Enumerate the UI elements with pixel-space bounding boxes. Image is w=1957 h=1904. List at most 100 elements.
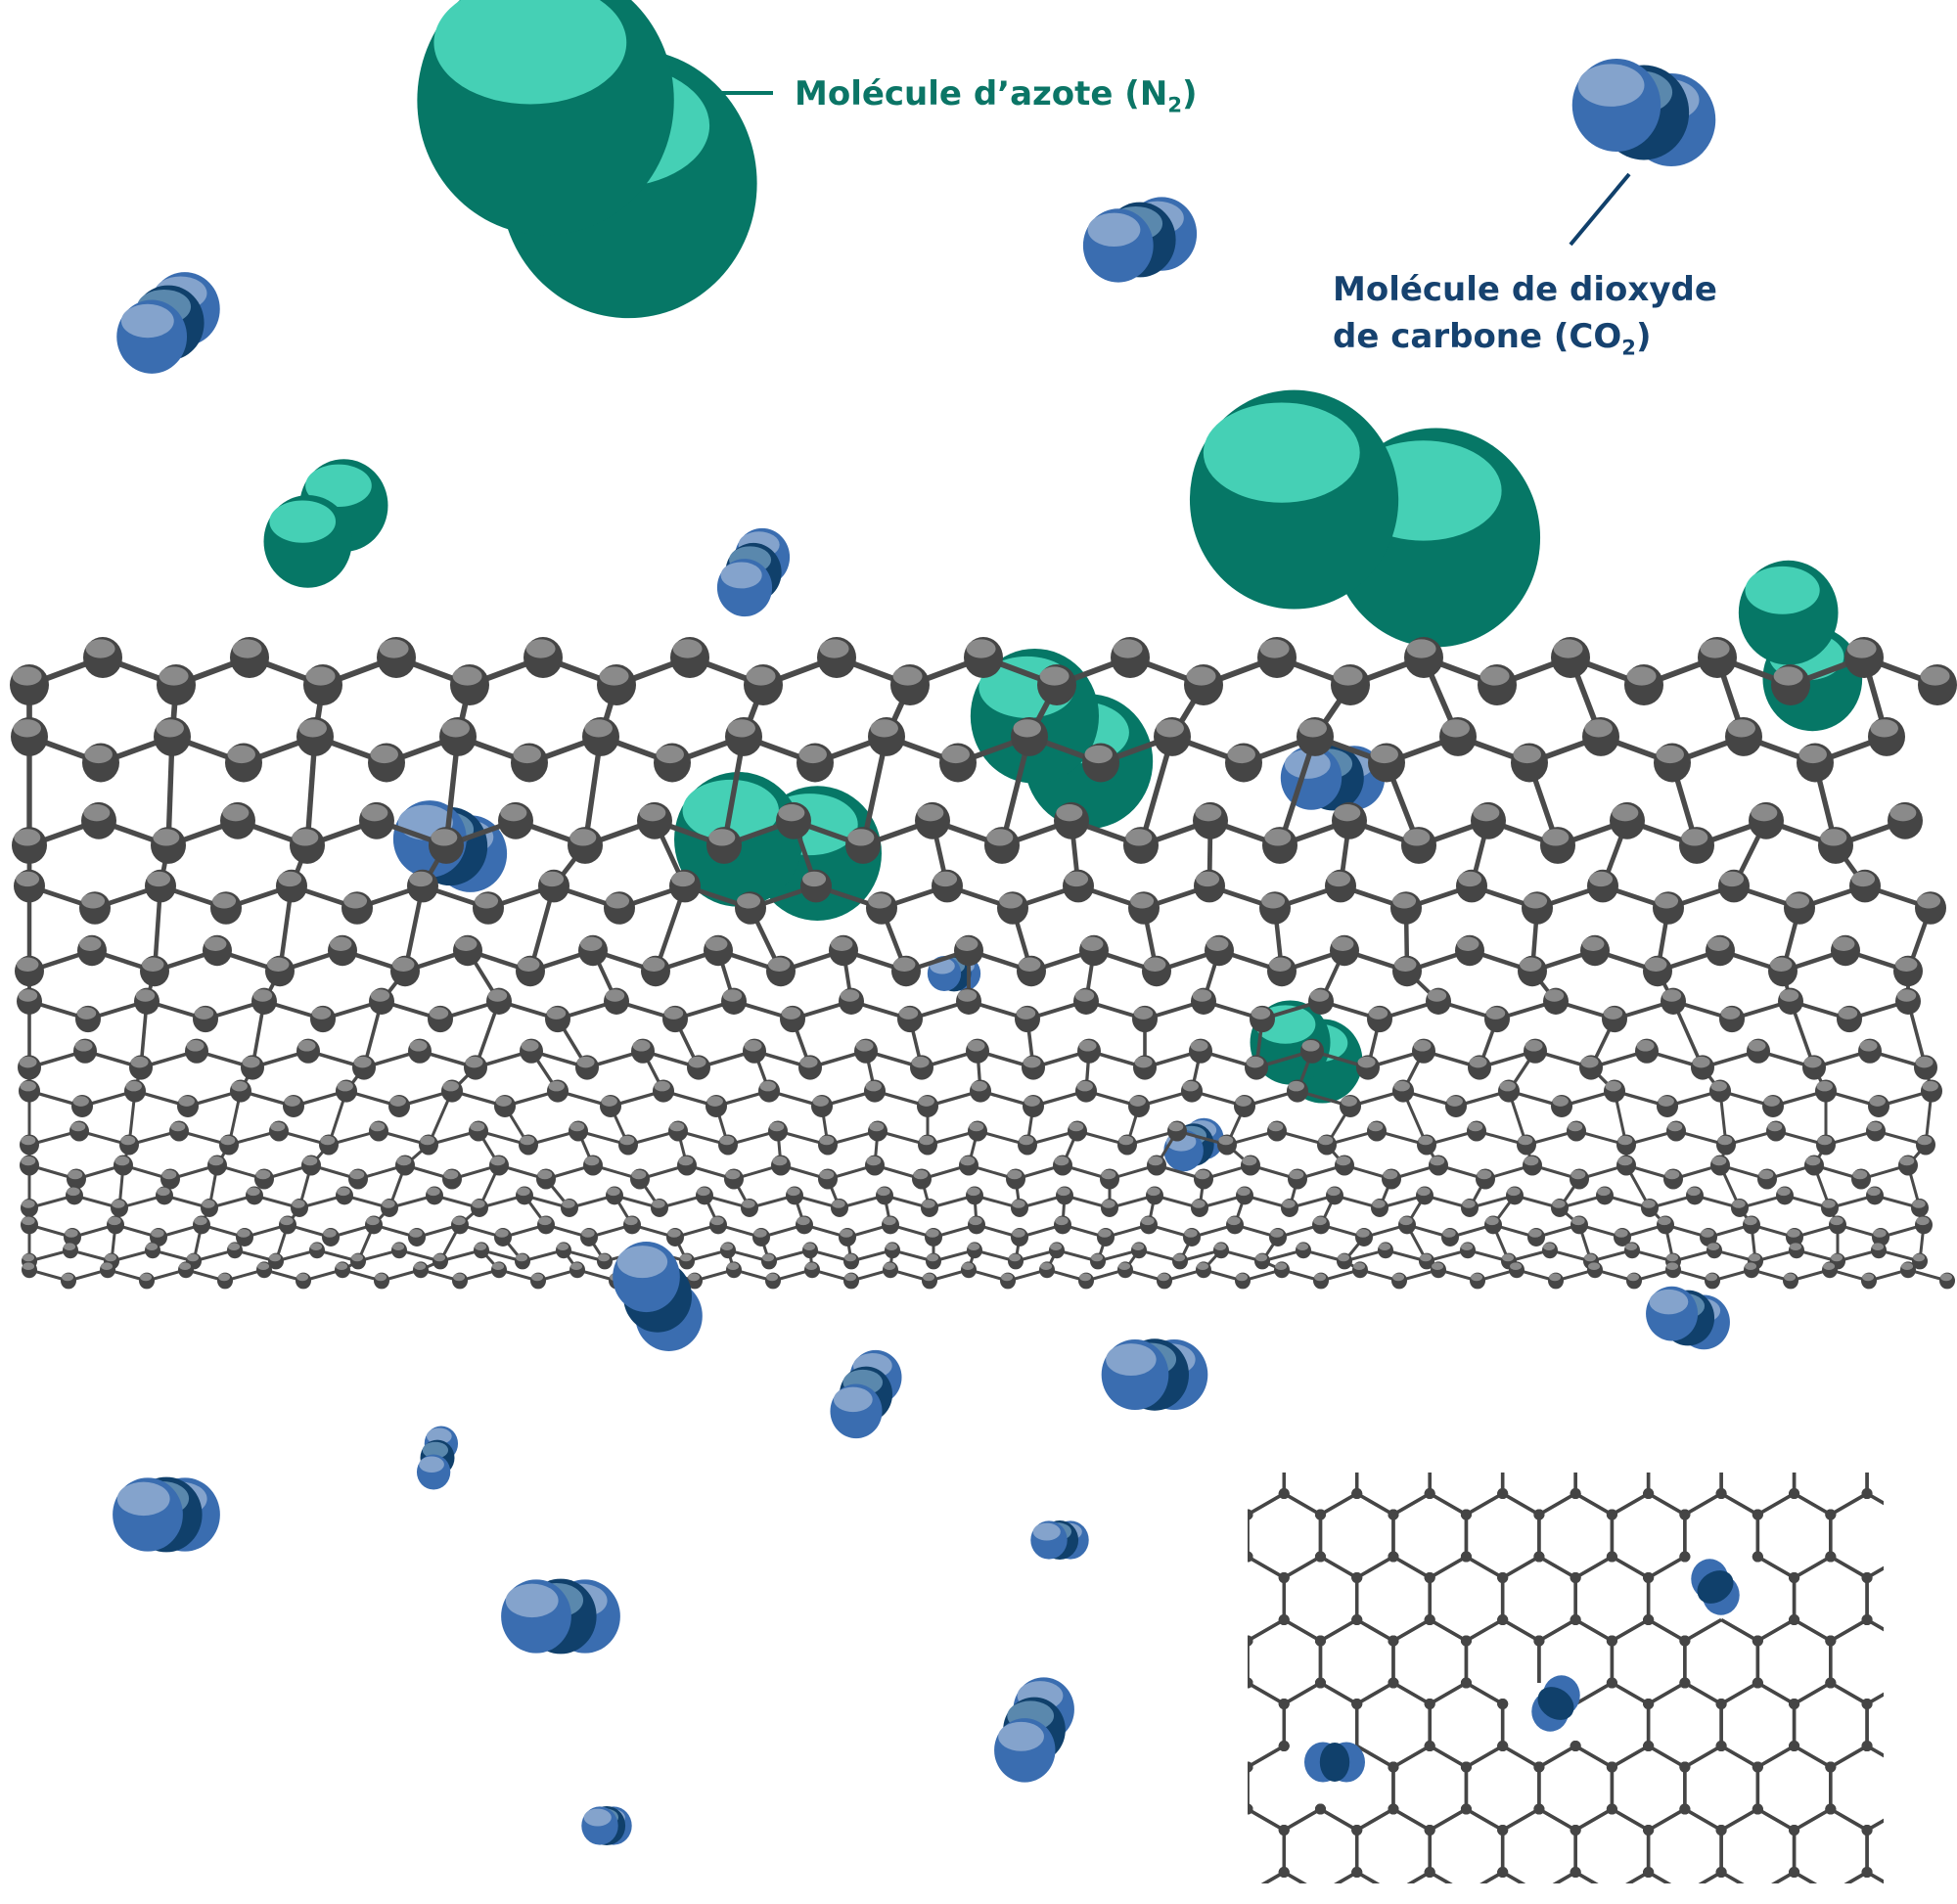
carbon-atom	[15, 955, 44, 987]
carbon-atom	[967, 1242, 982, 1259]
carbon-atom	[669, 869, 701, 903]
carbon-atom	[1325, 869, 1356, 903]
carbon-atom	[1540, 827, 1575, 864]
molecules-below-sheet	[113, 1242, 1730, 1846]
carbon-atom	[520, 1038, 543, 1064]
co2-molecule-12	[113, 1476, 220, 1553]
n2-label-close: )	[1181, 74, 1198, 113]
carbon-atom	[1006, 1168, 1025, 1190]
carbon-atom	[868, 716, 905, 756]
carbon-atom	[145, 869, 176, 903]
oxygen-atom	[1646, 1286, 1699, 1341]
carbon-atom	[651, 1199, 668, 1217]
carbon-atom	[114, 1155, 133, 1176]
carbon-atom	[1308, 987, 1334, 1015]
carbon-atom	[915, 801, 950, 839]
carbon-atom	[845, 827, 881, 864]
carbon-atom	[75, 1005, 101, 1033]
carbon-atom	[1417, 1134, 1436, 1156]
oxygen-atom	[1101, 1338, 1169, 1411]
carbon-atom	[1097, 1228, 1115, 1247]
carbon-atom	[1768, 955, 1798, 987]
co2-molecule-16	[994, 1677, 1074, 1783]
carbon-atom	[265, 955, 295, 987]
carbon-atom	[1077, 1038, 1101, 1064]
carbon-atom	[1551, 637, 1590, 678]
carbon-atom	[1297, 716, 1334, 756]
carbon-atom	[71, 1094, 93, 1118]
carbon-atom	[1679, 827, 1714, 864]
carbon-atom	[301, 1155, 321, 1176]
carbon-atom	[1604, 1079, 1625, 1103]
carbon-atom	[1542, 1242, 1558, 1259]
carbon-atom	[1527, 1228, 1545, 1247]
carbon-atom	[1579, 1055, 1603, 1080]
carbon-atom	[1111, 637, 1150, 678]
carbon-atom	[1337, 1252, 1352, 1270]
carbon-atom	[107, 1215, 124, 1235]
carbon-atom	[600, 1094, 621, 1118]
carbon-atom	[1476, 1168, 1495, 1190]
carbon-atom	[720, 1242, 736, 1259]
carbon-atom	[735, 891, 766, 925]
carbon-atom	[1484, 1215, 1502, 1235]
carbon-atom	[1254, 1252, 1270, 1270]
carbon-atom	[818, 1168, 838, 1190]
carbon-atom	[1731, 1199, 1749, 1217]
carbon-atom	[169, 1120, 189, 1142]
carbon-atom	[1784, 891, 1815, 925]
carbon-atom	[1117, 1261, 1133, 1279]
carbon-atom	[22, 1261, 37, 1279]
carbon-atom	[1866, 1120, 1886, 1142]
carbon-atom	[225, 743, 262, 783]
carbon-atom	[1172, 1252, 1188, 1270]
carbon-atom	[494, 1228, 512, 1247]
carbon-atom	[464, 1055, 487, 1080]
carbon-atom	[959, 1155, 978, 1176]
n2-molecule-1	[263, 459, 388, 588]
carbon-atom	[1250, 1005, 1275, 1033]
carbon-atom	[77, 934, 107, 967]
carbon-atom	[1643, 955, 1672, 987]
carbon-atom	[677, 1155, 697, 1176]
carbon-atom	[1128, 891, 1160, 925]
oxygen-atom	[113, 1477, 183, 1552]
carbon-atom	[220, 801, 255, 839]
carbon-atom	[185, 1038, 208, 1064]
carbon-atom	[568, 827, 603, 864]
carbon-atom	[802, 1242, 818, 1259]
carbon-atom	[922, 1272, 937, 1290]
carbon-atom	[1939, 1272, 1955, 1290]
carbon-atom	[538, 869, 569, 903]
carbon-atom	[1068, 1120, 1087, 1142]
oxygen-atom	[416, 1454, 451, 1490]
carbon-atom	[1749, 801, 1784, 839]
carbon-atom	[201, 1199, 218, 1217]
carbon-atom	[654, 743, 691, 783]
honeycomb-lattice	[1248, 1473, 1884, 1883]
carbon-atom	[741, 1199, 758, 1217]
co2-molecule-17	[581, 1805, 632, 1846]
carbon-atom	[1580, 934, 1610, 967]
carbon-atom	[1641, 1199, 1659, 1217]
carbon-atom	[1587, 869, 1618, 903]
carbon-atom	[843, 1252, 859, 1270]
carbon-atom	[217, 1272, 233, 1290]
carbon-atom	[1426, 987, 1451, 1015]
carbon-atom	[569, 1261, 585, 1279]
carbon-atom	[705, 1094, 727, 1118]
carbon-atom	[1610, 801, 1645, 839]
carbon-atom	[336, 1079, 357, 1103]
carbon-atom	[829, 934, 858, 967]
carbon-atom	[1235, 1272, 1251, 1290]
carbon-atom	[83, 637, 122, 678]
carbon-atom	[519, 1134, 538, 1156]
inset-co2-molecule-1	[1531, 1675, 1580, 1732]
carbon-atom	[882, 1215, 899, 1235]
carbon-atom	[474, 1242, 489, 1259]
carbon-atom	[1011, 1228, 1028, 1247]
carbon-atom	[1783, 1272, 1798, 1290]
carbon-atom	[511, 743, 548, 783]
carbon-atom	[1582, 716, 1619, 756]
carbon-atom	[426, 1186, 443, 1205]
